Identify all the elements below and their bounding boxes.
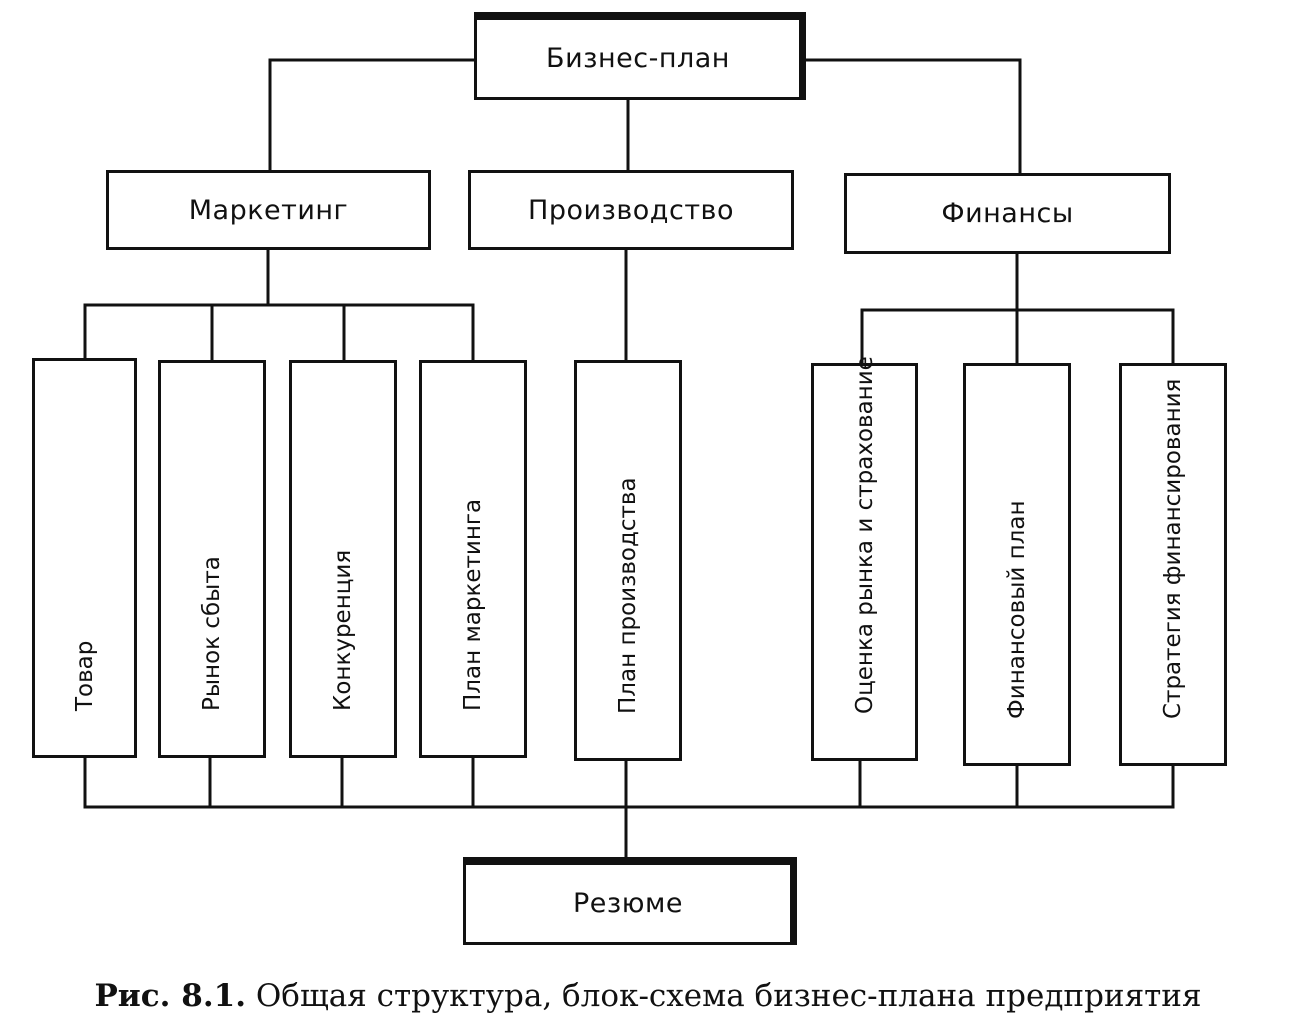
figure-caption: Рис. 8.1. Общая структура, блок-схема би… [0,978,1296,1014]
item-label-competition: Конкуренция [330,549,356,711]
item-label-product: Товар [71,640,98,711]
finance-label: Финансы [941,198,1074,229]
item-box-marketing-plan: План маркетинга [419,360,527,758]
summary-label: Резюме [573,888,683,919]
figure-caption-text: Общая структура, блок-схема бизнес-плана… [255,978,1202,1014]
item-label-sales-market: Рынок сбыта [199,556,225,711]
item-box-market-assessment: Оценка рынка и страхование [811,356,918,761]
item-box-financing-strategy: Стратегия финансирования [1119,363,1227,766]
business-plan-label: Бизнес-план [546,43,730,74]
item-label-financial-plan: Финансовый план [1004,500,1030,719]
item-box-production-plan: План производства [574,360,682,761]
marketing-box: Маркетинг [106,170,431,250]
production-label: Производство [528,194,734,226]
item-label-production-plan: План производства [615,477,641,714]
item-box-sales-market: Рынок сбыта [158,360,266,758]
marketing-label: Маркетинг [188,194,349,226]
production-box: Производство [468,170,794,250]
summary-box: Резюме [463,857,797,945]
business-plan-box: Бизнес-план [474,12,806,100]
item-label-marketing-plan: План маркетинга [460,498,486,711]
item-label-market-assessment: Оценка рынка и страхование [851,356,878,714]
item-box-product: Товар [32,358,137,758]
figure-number: Рис. 8.1. [94,978,247,1014]
finance-box: Финансы [844,173,1171,254]
item-box-competition: Конкуренция [289,360,397,758]
item-label-financing-strategy: Стратегия финансирования [1160,378,1186,719]
item-box-financial-plan: Финансовый план [963,363,1071,766]
